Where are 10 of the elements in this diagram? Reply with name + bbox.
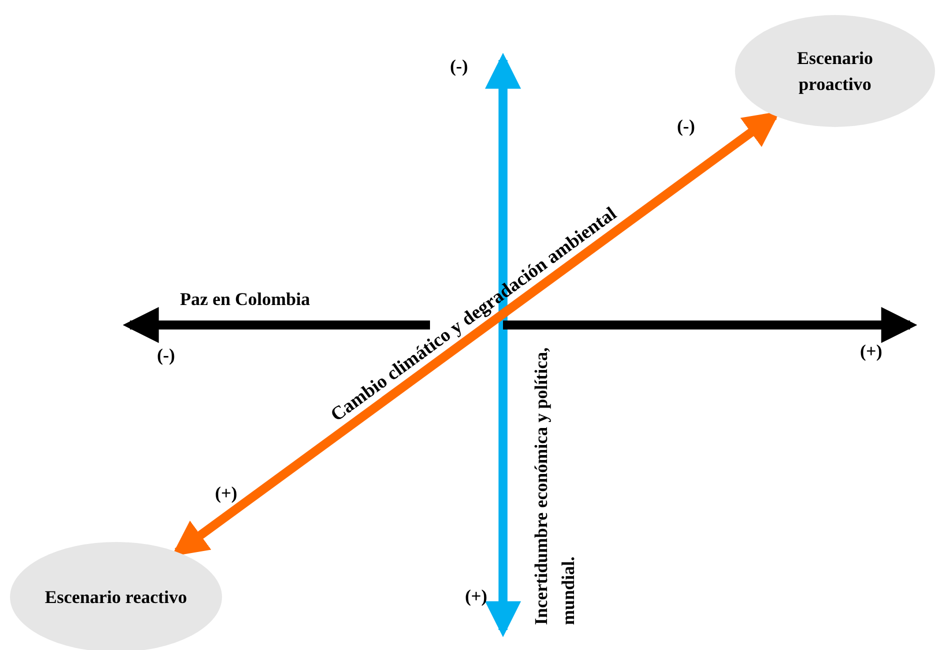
scenario-ellipse: Escenario reactivo — [10, 542, 222, 650]
axis-end-label: (-) — [450, 55, 468, 77]
axis-end-label: (-) — [677, 115, 695, 137]
axis-end-label: (+) — [465, 585, 488, 607]
axis-label: Paz en Colombia — [180, 288, 310, 310]
axis-end-label: (-) — [157, 344, 175, 366]
axis-end-label: (+) — [860, 340, 882, 362]
axis-end-label: (+) — [215, 482, 238, 504]
scenario-ellipse: Escenario proactivo — [735, 15, 935, 127]
axis-label: Incertidumbre económica y política, mundial. — [530, 346, 579, 625]
